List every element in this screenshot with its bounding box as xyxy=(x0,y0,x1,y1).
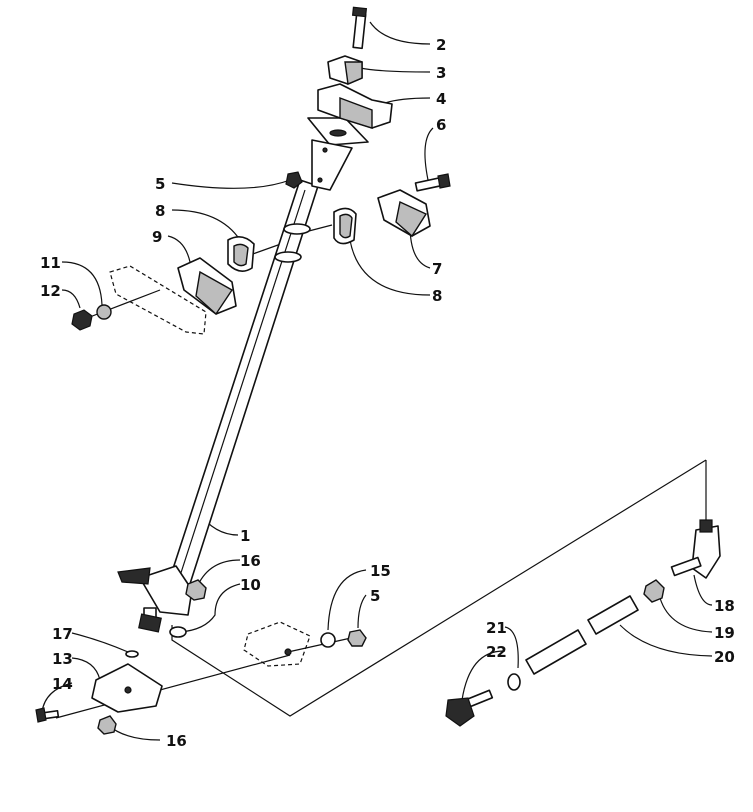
leader-2 xyxy=(369,21,431,45)
lower-hardware xyxy=(35,579,207,735)
leader-13 xyxy=(71,657,101,681)
bolt-6-head xyxy=(437,173,451,189)
leader-lines xyxy=(41,21,713,741)
bolt-14-head xyxy=(35,707,47,723)
callout-6: 6 xyxy=(436,116,446,134)
leader-21 xyxy=(504,626,519,669)
washer-15 xyxy=(320,632,336,648)
callout-3: 3 xyxy=(436,64,446,82)
leader-4 xyxy=(384,97,431,104)
shaft-collar-lower xyxy=(274,251,302,263)
clamp-cap-7-side xyxy=(395,200,428,238)
bolt-2-shank xyxy=(352,12,367,50)
tube-20-left xyxy=(525,629,587,675)
callout-5a: 5 xyxy=(155,175,165,193)
leader-10 xyxy=(179,583,241,633)
washer-17 xyxy=(125,650,139,658)
tube-20-right xyxy=(587,595,639,635)
bushing-8-right-inner xyxy=(339,213,353,239)
leader-5a xyxy=(171,179,291,189)
upper-mount-slot xyxy=(329,129,347,137)
washer-11 xyxy=(96,304,112,320)
callout-4: 4 xyxy=(436,90,446,108)
leader-15 xyxy=(327,569,367,631)
leader-5b xyxy=(357,594,367,629)
upper-mount-gusset xyxy=(311,139,353,191)
callout-13: 13 xyxy=(52,650,73,668)
tie-rod-end-22 xyxy=(445,697,475,727)
callout-17: 17 xyxy=(52,625,73,643)
nut-16-lower xyxy=(97,715,117,735)
callout-21: 21 xyxy=(486,619,507,637)
leader-6 xyxy=(424,127,434,181)
callout-16a: 16 xyxy=(240,552,261,570)
nut-19 xyxy=(643,579,665,603)
leader-20 xyxy=(619,624,713,657)
washer-21 xyxy=(507,673,521,691)
assembly-line-plate xyxy=(55,654,291,719)
callout-18: 18 xyxy=(714,597,735,615)
frame-plate-hardware xyxy=(243,621,367,667)
callout-10: 10 xyxy=(240,576,261,594)
upper-mount-hole-a xyxy=(322,147,328,153)
leader-17 xyxy=(71,632,129,653)
tie-rod-end-18-stud xyxy=(699,519,713,533)
callout-5b: 5 xyxy=(370,587,380,605)
leader-19 xyxy=(659,597,713,633)
top-clamp-assembly xyxy=(317,6,393,129)
leader-18 xyxy=(693,574,713,606)
callout-14: 14 xyxy=(52,675,73,693)
tie-rod-assembly xyxy=(445,519,721,727)
clamp-cap-9-side xyxy=(195,270,234,316)
nut-12 xyxy=(71,309,93,331)
callout-2: 2 xyxy=(436,36,446,54)
callout-19: 19 xyxy=(714,624,735,642)
clamp-cap-3-side xyxy=(344,61,363,86)
leader-16a xyxy=(197,559,241,586)
callout-9: 9 xyxy=(152,228,162,246)
callout-12: 12 xyxy=(40,282,61,300)
lower-arm-tab xyxy=(117,567,151,585)
callout-11: 11 xyxy=(40,254,61,272)
washer-10 xyxy=(169,626,187,638)
callout-15: 15 xyxy=(370,562,391,580)
left-clamp-assembly xyxy=(71,236,255,335)
tie-rod-end-18 xyxy=(691,525,721,579)
leader-22 xyxy=(461,650,506,701)
leader-3 xyxy=(359,67,431,73)
leader-12 xyxy=(61,289,81,309)
right-clamp-assembly xyxy=(333,173,451,245)
leader-8b xyxy=(349,239,431,296)
upper-mount-hole-b xyxy=(317,177,323,183)
assembly-line-bracket xyxy=(81,289,161,321)
callout-8a: 8 xyxy=(155,202,165,220)
bolt-2-head xyxy=(351,6,368,18)
callout-20: 20 xyxy=(714,648,735,666)
leader-8a xyxy=(171,209,241,241)
plate-13-hole xyxy=(124,686,132,694)
lower-spline xyxy=(138,613,162,633)
leader-11 xyxy=(61,261,103,306)
shaft-collar-upper xyxy=(283,223,311,235)
nut-5-upper xyxy=(285,171,303,189)
leader-9 xyxy=(167,235,191,263)
nut-16-upper xyxy=(185,579,207,601)
frame-plate-dashed xyxy=(243,621,311,667)
frame-plate-hole xyxy=(284,648,292,656)
nut-5-lower xyxy=(347,629,367,647)
clamp-body-4-side xyxy=(339,96,373,129)
callout-8b: 8 xyxy=(432,287,442,305)
tie-rod-end-18-thread xyxy=(670,556,702,577)
callouts: 1 2 3 4 5 6 7 8 8 9 11 12 16 10 15 5 17 … xyxy=(40,36,735,750)
callout-22: 22 xyxy=(486,643,507,661)
callout-7: 7 xyxy=(432,260,442,278)
callout-1: 1 xyxy=(240,527,250,545)
callout-16b: 16 xyxy=(166,732,187,750)
lower-arm-bracket xyxy=(139,565,193,616)
bushing-8-left-inner xyxy=(233,243,249,267)
